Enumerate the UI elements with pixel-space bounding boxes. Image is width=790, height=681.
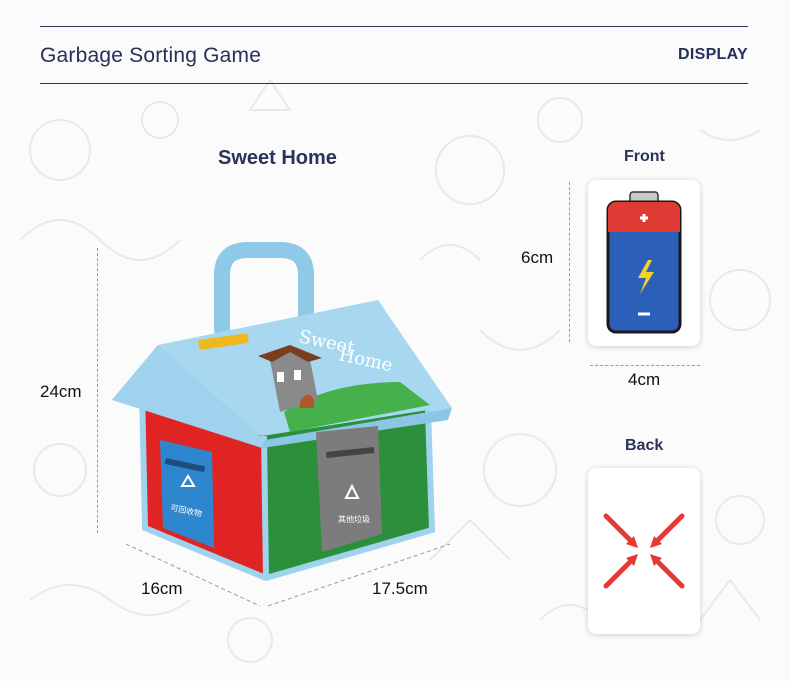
front-card — [588, 180, 700, 346]
card-width-label: 4cm — [628, 370, 661, 389]
header-top-rule — [40, 26, 748, 27]
handle — [214, 242, 314, 338]
height-dimension-line — [97, 248, 98, 533]
front-title: Front — [624, 148, 665, 165]
width-label: 17.5cm — [372, 579, 428, 598]
inward-arrows-icon — [603, 513, 685, 589]
card-width-line — [590, 365, 700, 366]
house-toy-image: Sweet Home 可回收物 其他垃圾 — [112, 242, 452, 582]
base-dimension-lines — [125, 543, 451, 607]
back-title: Back — [625, 437, 664, 454]
back-card — [588, 468, 700, 634]
header-bottom-rule — [40, 83, 748, 84]
product-title: Sweet Home — [218, 147, 337, 169]
depth-label: 16cm — [141, 579, 183, 598]
residual-bin — [316, 426, 382, 552]
card-height-label: 6cm — [521, 248, 554, 267]
section-tag: DISPLAY — [678, 46, 748, 63]
battery-icon — [606, 191, 682, 334]
svg-text:其他垃圾: 其他垃圾 — [338, 514, 370, 524]
height-label: 24cm — [40, 382, 82, 401]
card-height-line — [569, 182, 570, 342]
page-title: Garbage Sorting Game — [40, 44, 262, 67]
